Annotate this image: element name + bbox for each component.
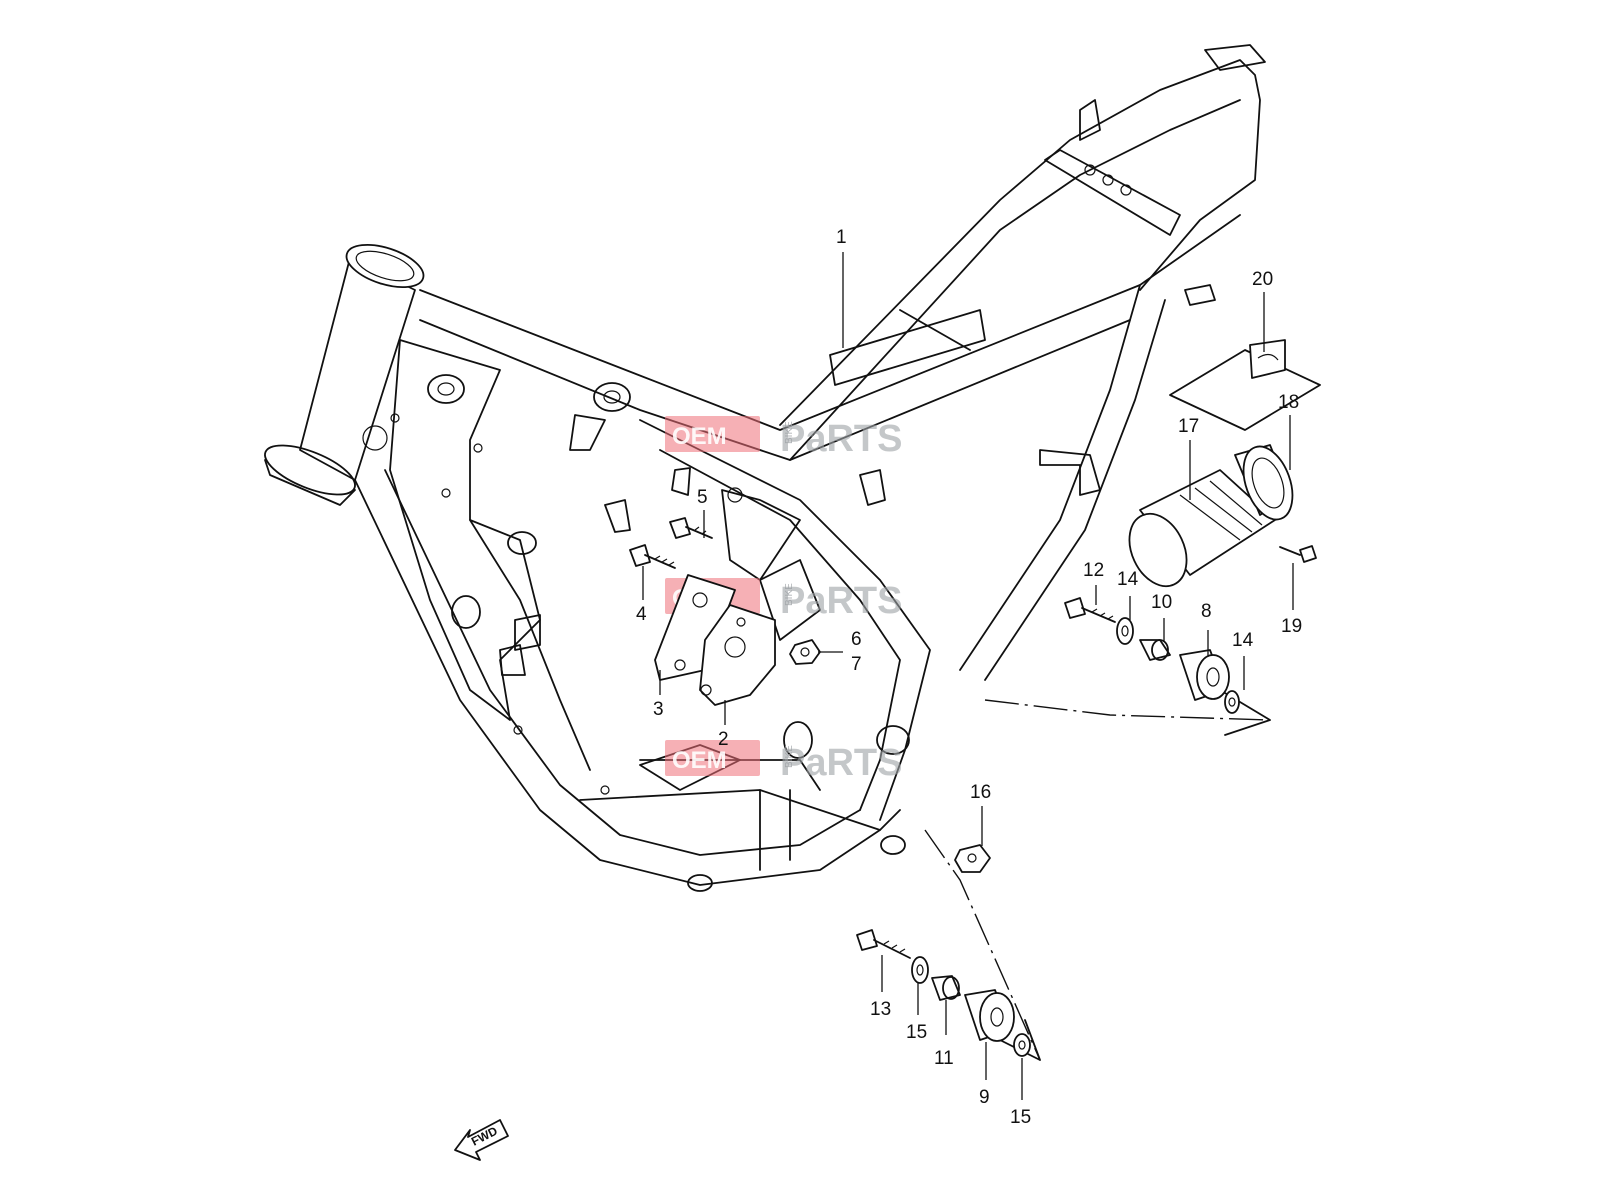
callout-4: 4: [636, 604, 647, 625]
callout-12: 12: [1083, 560, 1104, 581]
svg-text:PaRTS: PaRTS: [780, 580, 902, 622]
svg-text:BIKE: BIKE: [784, 583, 795, 606]
svg-text:OEM: OEM: [672, 423, 727, 450]
callout-14b: 14: [1232, 630, 1254, 651]
callout-11: 11: [934, 1048, 954, 1069]
callout-18: 18: [1278, 392, 1299, 413]
callout-17: 17: [1178, 416, 1199, 437]
callout-8: 8: [1201, 601, 1212, 622]
callout-labels: 1 2 3 4 5 6 7 8 9 10 11 12 13 14 14 15 1…: [636, 227, 1302, 1128]
bolt-4: [629, 544, 676, 569]
fwd-arrow-icon: FWD: [454, 1119, 509, 1161]
bolt-5: [669, 517, 713, 539]
callout-5: 5: [697, 487, 708, 508]
svg-text:BIKE: BIKE: [784, 745, 795, 768]
callout-2: 2: [718, 729, 729, 750]
engine-mount-bracket-left: [654, 574, 736, 681]
svg-text:PaRTS: PaRTS: [780, 418, 902, 460]
frame-assembly: [264, 44, 1266, 892]
callout-7: 7: [851, 654, 862, 675]
callout-15a: 15: [906, 1022, 927, 1043]
svg-text:OEM: OEM: [672, 747, 727, 774]
engine-mount-bracket-right: [699, 604, 776, 706]
callout-6: 6: [851, 629, 862, 650]
svg-text:BIKE: BIKE: [784, 421, 795, 444]
svg-text:PaRTS: PaRTS: [780, 742, 902, 784]
rear-mount-group: [984, 597, 1271, 736]
watermark-3: OEM BIKE PaRTS: [665, 740, 902, 784]
callout-10: 10: [1151, 592, 1172, 613]
callout-16: 16: [970, 782, 991, 803]
callout-9: 9: [979, 1087, 990, 1108]
nut-6: [789, 639, 821, 665]
callout-15b: 15: [1010, 1107, 1031, 1128]
lower-mount-group: [856, 829, 1041, 1061]
callout-1: 1: [836, 227, 847, 248]
callout-14a: 14: [1117, 569, 1139, 590]
leader-lines: [642, 252, 1294, 1100]
watermark-1: OEM BIKE PaRTS: [665, 416, 902, 460]
callout-3: 3: [653, 699, 664, 720]
tail-light-parts: [1128, 339, 1321, 588]
callout-19: 19: [1281, 616, 1302, 637]
callout-20: 20: [1252, 269, 1273, 290]
callout-13: 13: [870, 999, 891, 1020]
